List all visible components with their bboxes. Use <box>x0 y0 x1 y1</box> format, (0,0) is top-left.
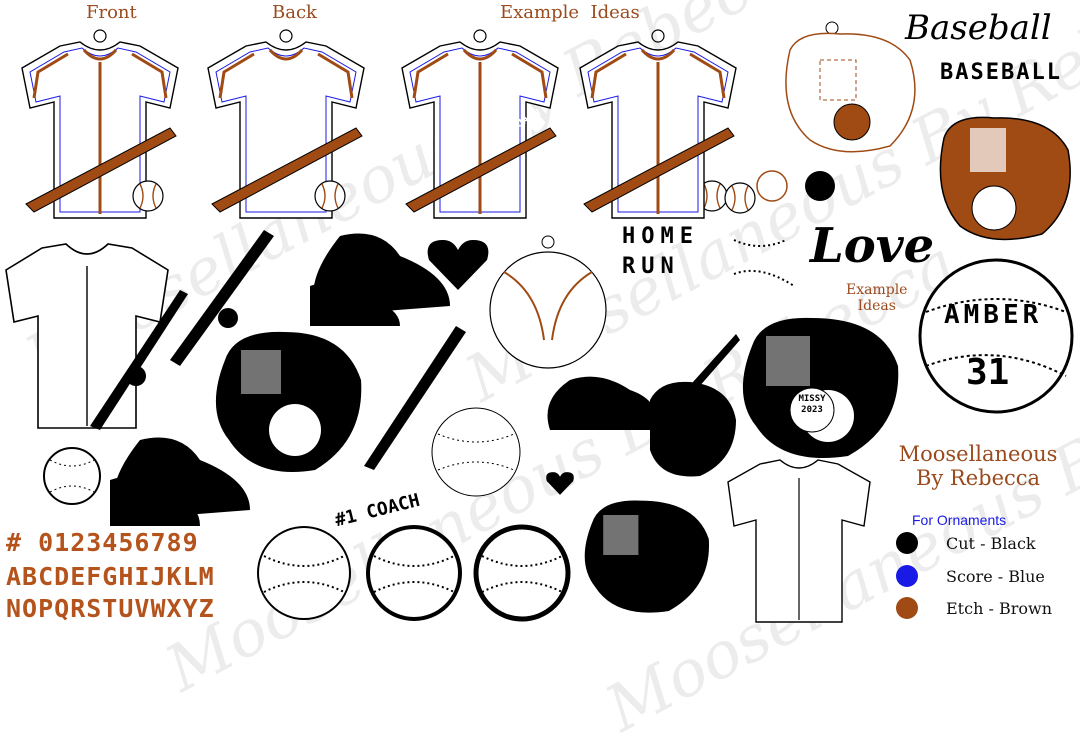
missy-glove-set <box>547 334 740 477</box>
baseball-bottom-left <box>43 447 101 505</box>
glove-ornament-outline <box>785 21 916 153</box>
legend-item: Etch - Brown <box>896 597 1052 619</box>
legend-title: For Ornaments <box>912 512 1007 528</box>
glove-ornament-filled <box>939 116 1071 241</box>
brand-line-2: By Rebecca <box>915 466 1041 490</box>
baseball-ornament <box>489 235 607 369</box>
missy-text: MISSY <box>798 394 826 404</box>
label-front: Front <box>86 2 137 23</box>
score-color-swatch <box>896 565 918 587</box>
brand-line-1: Moosellaneous <box>898 442 1058 466</box>
heart-icon <box>427 240 489 290</box>
example-ideas-small-1: Example <box>846 282 908 298</box>
cut-color-swatch <box>896 532 918 554</box>
bat-mid <box>364 326 466 470</box>
jersey-outline-bottom <box>727 459 871 623</box>
year-text: 2023 <box>801 405 823 415</box>
stitch-decoration <box>733 239 795 287</box>
home-run-text-home: HOME <box>622 224 699 249</box>
legend-item: Cut - Black <box>896 532 1036 554</box>
name-number-baseball <box>918 258 1074 414</box>
glove-bottom <box>584 500 710 613</box>
legend-label: Etch - Brown <box>946 598 1052 618</box>
baseball-row-bottom <box>257 524 571 622</box>
legend-item: Score - Blue <box>896 565 1045 587</box>
label-back: Back <box>272 2 317 23</box>
legend-label: Score - Blue <box>946 566 1045 586</box>
cleats-top <box>310 233 450 326</box>
label-example-ideas: Example Ideas <box>500 2 640 23</box>
font-sample-upper-2: NOPQRSTUVWXYZ <box>6 594 215 623</box>
missy-badge <box>789 387 835 433</box>
font-sample-digits: # 0123456789 <box>6 528 199 557</box>
baseball-script-title: Baseball <box>905 8 1052 48</box>
baseball-block-title: BASEBALL <box>940 60 1062 85</box>
heart-small-icon <box>546 472 574 495</box>
etch-color-swatch <box>896 597 918 619</box>
number-text: 31 <box>966 352 1010 393</box>
love-script: Love <box>810 218 935 274</box>
example-ideas-small-2: Ideas <box>857 298 896 314</box>
glove-large-left <box>215 331 362 472</box>
name-text: AMBER <box>944 300 1043 330</box>
bats-and-balls <box>90 230 274 430</box>
cleats-bottom <box>110 437 250 526</box>
baseball-pair <box>756 170 835 202</box>
font-sample-upper-1: ABCDEFGHIJKLM <box>6 562 215 591</box>
baseball-outline-mid <box>431 407 521 497</box>
jersey-ornaments <box>20 28 756 220</box>
jersey-front-ornament <box>20 28 180 220</box>
home-run-text-run: RUN <box>622 254 680 279</box>
legend-label: Cut - Black <box>946 533 1036 553</box>
